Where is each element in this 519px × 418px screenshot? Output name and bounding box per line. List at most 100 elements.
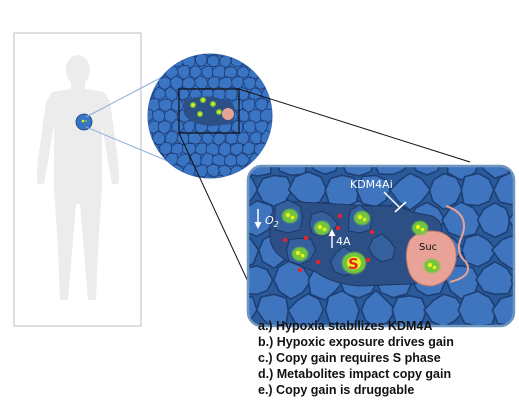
zoom-line-bottom <box>178 132 251 287</box>
nuclei <box>282 209 440 273</box>
zoom-nucleus-core <box>191 103 195 107</box>
tumor-cell <box>152 175 166 178</box>
cell-nucleus <box>292 247 308 261</box>
inset-cell <box>248 170 259 209</box>
chromatin-dot <box>285 212 291 218</box>
zoom-niche <box>184 96 235 126</box>
tumor-cell <box>170 75 185 92</box>
tumor-cell <box>170 142 186 156</box>
zoom-nucleus-core <box>211 102 215 106</box>
tumor-cell <box>206 55 220 67</box>
tumor-cell <box>273 44 287 57</box>
finding-item: e.) Copy gain is druggable <box>258 383 415 397</box>
inset-cell <box>461 233 498 268</box>
tumor-cell <box>265 119 272 135</box>
zoom-nucleus-core <box>201 98 205 102</box>
tumor-cell <box>164 54 179 58</box>
inset-cell <box>507 198 514 236</box>
tumor-cell <box>235 152 251 168</box>
inhibitor-bar <box>394 201 407 213</box>
tumor-cell <box>188 175 204 178</box>
tumor-cell <box>255 54 269 70</box>
tumor-cell <box>148 163 162 177</box>
tumor-cell <box>199 175 215 178</box>
inset-cell <box>360 289 397 326</box>
kdm4a-protein-dot <box>303 235 309 241</box>
tumor-cell <box>211 174 228 178</box>
succinate-label: Suc <box>419 242 437 253</box>
inset-cell <box>275 166 308 177</box>
tumor-cell <box>235 54 250 58</box>
inhibitor-label: KDM4Ai <box>350 178 393 191</box>
finding-item: b.) Hypoxic exposure drives gain <box>258 335 454 349</box>
tumor-cell <box>148 54 160 69</box>
tumor-cell <box>271 109 272 124</box>
tumor-cell <box>247 65 264 80</box>
chromatin-dot <box>317 224 323 230</box>
kdm4a-protein-dot <box>337 213 343 219</box>
tumor-cell <box>279 54 292 69</box>
succinate-cell <box>405 205 469 287</box>
tumor-cell <box>225 54 239 58</box>
tumor-cell <box>223 153 239 168</box>
tumor-cell <box>259 54 272 57</box>
inset-cell <box>287 292 325 326</box>
tumor-cell <box>148 153 154 167</box>
tumor-cell <box>249 131 262 145</box>
inset-cell <box>388 172 432 212</box>
inset-cell <box>248 294 258 326</box>
tumor-cell <box>279 75 291 89</box>
inset-cell <box>460 172 495 207</box>
tumor-cell <box>148 64 155 80</box>
niche-cell <box>368 233 396 263</box>
kdm4a-protein-dot <box>315 259 321 265</box>
kdm4a-protein-dot <box>335 225 341 231</box>
body-tumor <box>75 113 93 131</box>
tumor-cell <box>278 121 291 133</box>
tumor-cell <box>265 143 272 157</box>
cell-nucleus <box>424 259 440 273</box>
tumor-cell <box>148 107 156 123</box>
kdm4a-label: 4A <box>336 235 351 248</box>
zoom-nucleus-core <box>217 110 221 114</box>
chromatin-dot <box>357 214 363 220</box>
tumor-cell <box>200 54 214 57</box>
tumor-cell <box>266 54 272 68</box>
tumor-cell <box>152 86 168 101</box>
tumor-cell <box>271 153 272 168</box>
connector-bottom <box>85 126 171 163</box>
inset-cell <box>248 264 274 296</box>
tumor-cell <box>259 108 272 123</box>
tumor-cell <box>171 119 185 135</box>
chromatin-dot <box>362 217 367 222</box>
tumor-cell <box>164 175 180 178</box>
tumor-cell <box>249 152 263 168</box>
inset-cell <box>476 201 511 239</box>
s-phase-core <box>347 256 361 270</box>
inset-cell <box>324 289 360 326</box>
chromatin-dot <box>290 215 295 220</box>
zoom-nucleus-core <box>198 112 202 116</box>
tumor-cell <box>241 54 257 68</box>
tumor-cell <box>266 77 272 89</box>
finding-item: d.) Metabolites impact copy gain <box>258 367 452 381</box>
chromatin-dot <box>427 262 433 268</box>
oxygen-decrease-arrow <box>254 209 262 229</box>
tumor-cell <box>152 54 168 57</box>
tumor-cell <box>158 120 172 135</box>
findings-list: a.) Hypoxia stabilizes KDM4A b.) Hypoxic… <box>258 318 518 398</box>
body-tumor-mass <box>75 113 93 131</box>
finding-item: c.) Copy gain requires S phase <box>258 351 441 365</box>
tumor-cell <box>157 163 172 178</box>
inset-cell <box>248 166 273 177</box>
inset-cell <box>391 294 428 326</box>
inset-cell <box>255 293 290 326</box>
cell-nucleus <box>314 221 330 235</box>
inset-cell <box>441 201 483 239</box>
connector-top <box>85 73 169 118</box>
tumor-cell <box>164 130 180 146</box>
cell-nucleus <box>412 221 428 235</box>
human-silhouette <box>37 55 119 300</box>
inset-cell <box>423 293 466 326</box>
inset-cell <box>510 260 514 296</box>
